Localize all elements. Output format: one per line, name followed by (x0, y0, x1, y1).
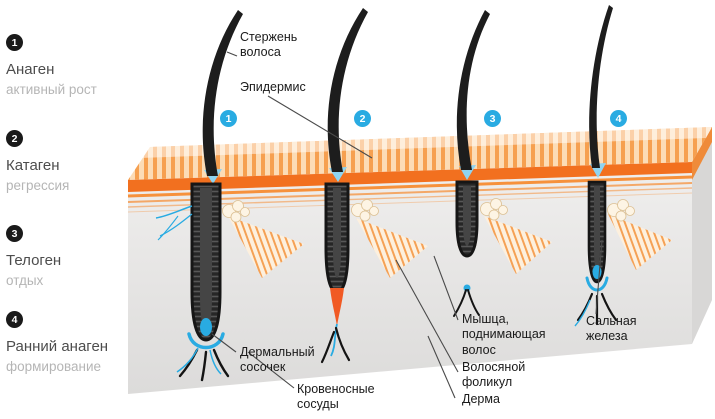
label-hair-follicle: Волосяной фоликул (462, 360, 526, 390)
blood-vessel (176, 347, 199, 373)
label-blood-vessels: Кровеносные сосуды (297, 382, 375, 412)
leader-sebaceous-gland (595, 239, 603, 315)
label-hair-shaft: Стержень волоса (240, 30, 298, 60)
label-dermis: Дерма (462, 392, 500, 406)
blood-vessel (585, 276, 609, 292)
leader-arrector-muscle (433, 255, 459, 321)
label-sebaceous-gland: Сальная железа (586, 314, 637, 344)
phase-subtitle: регрессия (6, 178, 70, 193)
sebaceous-gland (351, 199, 379, 222)
follicle-telogen (453, 180, 480, 317)
leader-blood-vessels (247, 351, 295, 389)
label-epidermis: Эпидермис (240, 80, 306, 94)
follicle-early-anagen (574, 180, 618, 327)
phase-marker-3: 3 (484, 110, 501, 127)
arrector-muscle (356, 218, 428, 278)
phase-subtitle: формирование (6, 359, 101, 374)
skin-right-face-epidermis (692, 127, 712, 180)
skin-top-highlight (140, 127, 712, 158)
blood-vessel (187, 332, 225, 350)
dermis-front-face (128, 162, 692, 394)
leader-hair-follicle (395, 259, 459, 373)
hair-shaft (456, 10, 490, 170)
sebaceous-gland (480, 198, 508, 221)
legend-item-telogen: 3 Телоген отдых (6, 225, 131, 288)
phase-number-badge: 3 (6, 225, 23, 242)
hair-shaft (202, 10, 243, 176)
epidermis-band (128, 162, 692, 192)
dermal-papilla (200, 318, 212, 336)
phase-number-badge: 1 (6, 34, 23, 51)
regressing-bulb (330, 288, 344, 326)
arrector-muscle (608, 214, 672, 270)
follicle-catagen (320, 182, 351, 364)
legend-item-catagen: 2 Катаген регрессия (6, 130, 131, 193)
leader-dermal-papilla (211, 333, 237, 353)
phase-marker-1: 1 (220, 110, 237, 127)
phase-marker-2: 2 (354, 110, 371, 127)
label-dermal-papilla: Дермальный сосочек (240, 345, 315, 375)
blood-vessel (574, 299, 591, 327)
phase-title: Телоген (6, 252, 62, 269)
phase-title: Ранний анаген (6, 338, 109, 355)
dermal-papilla (463, 284, 471, 292)
leader-epidermis (267, 95, 373, 159)
hair-shaft (589, 5, 613, 168)
phase-marker-4: 4 (610, 110, 627, 127)
phase-title: Анаген (6, 61, 55, 78)
epidermis-stripe (127, 175, 693, 198)
blood-vessel (157, 215, 179, 241)
phase-title: Катаген (6, 157, 60, 174)
leader-hair-shaft (226, 51, 238, 57)
phase-subtitle: отдых (6, 273, 44, 288)
phase-number-badge: 4 (6, 311, 23, 328)
blood-vessel (155, 205, 193, 219)
leader-lines (211, 51, 603, 399)
phase-subtitle: активный рост (6, 82, 97, 97)
legend-item-early-anagen: 4 Ранний анаген формирование (6, 311, 131, 374)
label-arrector-muscle: Мышца, поднимающая волос (462, 312, 546, 357)
blood-vessel (209, 349, 222, 375)
hair-shafts (202, 5, 613, 176)
blood-vessel (330, 323, 338, 357)
sebaceous-gland (222, 200, 250, 223)
arrector-muscle (228, 216, 304, 278)
skin-right-face (692, 127, 712, 344)
leader-dermis (427, 335, 456, 399)
phase-number-badge: 2 (6, 130, 23, 147)
legend-item-anagen: 1 Анаген активный рост (6, 34, 131, 97)
follicle-anagen (155, 182, 230, 382)
arrector-muscle (484, 216, 552, 274)
hair-shaft (327, 8, 368, 172)
arrector-pili-muscles (228, 214, 672, 278)
sebaceous-gland (607, 199, 635, 222)
